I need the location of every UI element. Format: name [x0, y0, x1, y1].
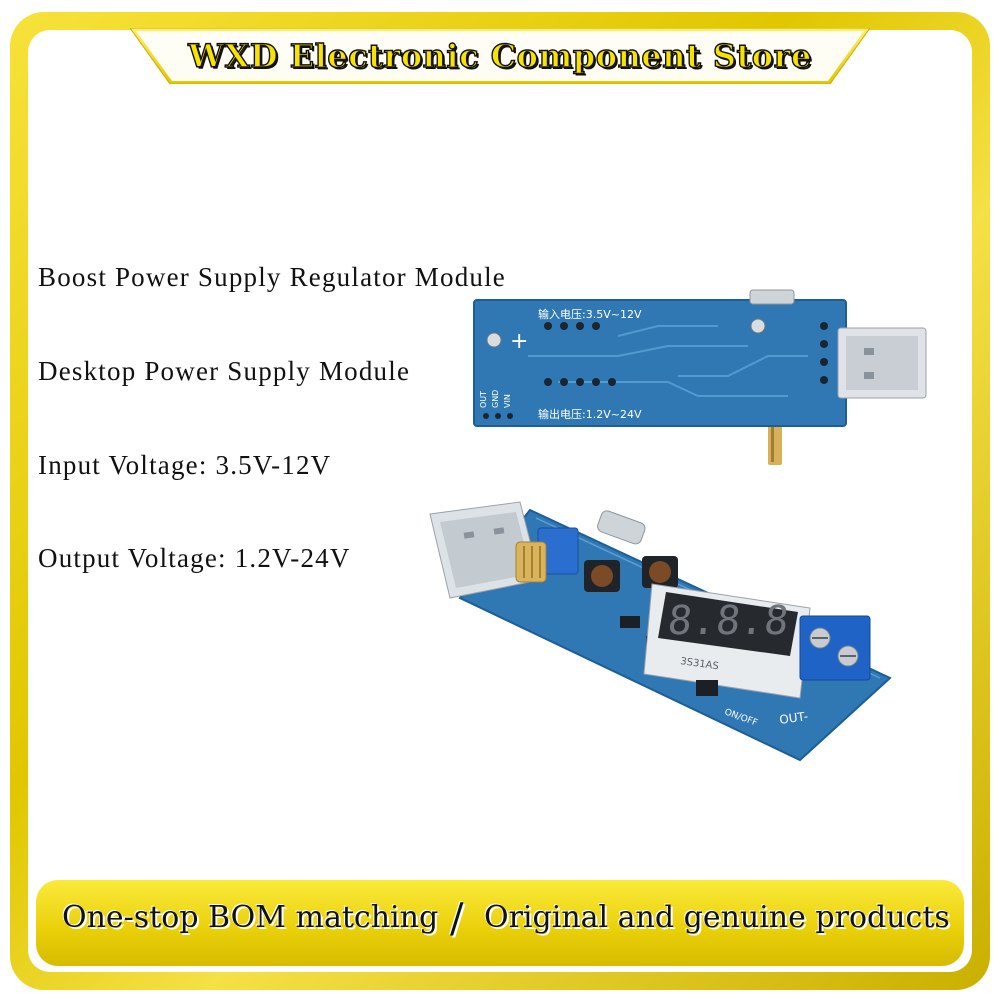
feature-line: Output Voltage: 1.2V-24V — [38, 543, 351, 573]
pin-label-gnd: GND — [491, 390, 500, 408]
led-display — [658, 592, 798, 656]
footer-banner — [36, 880, 964, 966]
screw-terminal — [799, 615, 871, 681]
footer-left-text: One-stop BOM matching — [62, 900, 439, 935]
store-header: WXD Electronic Component Store — [130, 28, 870, 84]
pin-label-vin: VIN — [503, 394, 512, 408]
display-digits: 8.8.8 — [666, 598, 791, 644]
feature-line: Input Voltage: 3.5V-12V — [38, 450, 332, 480]
feature-line: Boost Power Supply Regulator Module — [38, 262, 506, 292]
knob-shaft — [768, 421, 782, 465]
feature-line: Desktop Power Supply Module — [38, 356, 411, 386]
header-ribbon — [130, 28, 870, 84]
plus-sign: + — [510, 329, 528, 354]
board-back-image: + 输入电压:3.5V~12V 输出电压:1.2V~24V OUT GND VI… — [473, 289, 927, 465]
pin-label-out: OUT — [479, 391, 488, 408]
content-area — [28, 30, 972, 972]
footer-separator: / — [450, 896, 464, 942]
store-name: WXD Electronic Component Store — [187, 36, 812, 75]
display-part-number: 3S31AS — [680, 656, 720, 672]
terminal-label: OUT- — [778, 709, 808, 727]
board-front-image: 8.8.8 3S31AS ON/OFF OUT- — [429, 501, 892, 762]
pcb-back — [474, 300, 846, 426]
power-switch[interactable] — [696, 680, 718, 696]
output-voltage-silkscreen: 输出电压:1.2V~24V — [538, 407, 642, 421]
footer-right-text: Original and genuine products — [484, 900, 950, 935]
input-voltage-silkscreen: 输入电压:3.5V~12V — [538, 307, 642, 321]
type-c-port — [597, 510, 646, 545]
